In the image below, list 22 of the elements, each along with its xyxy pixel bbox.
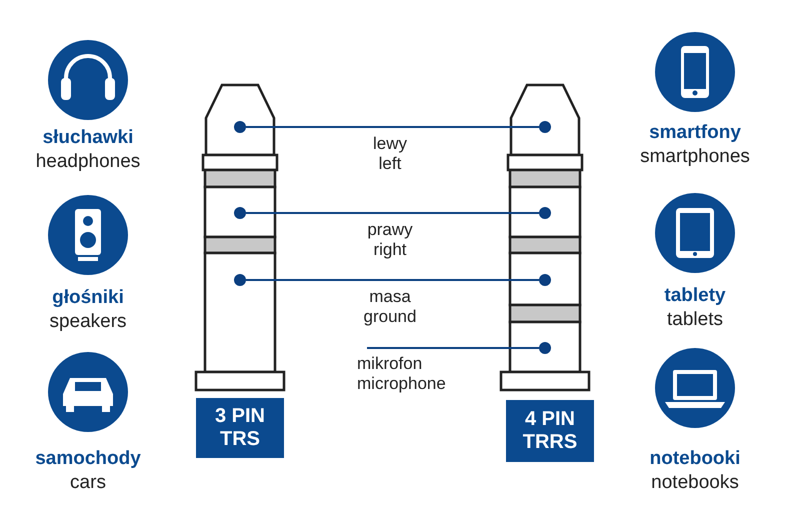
connector-line — [367, 347, 539, 349]
plug-type-label: 4 PIN TRRS — [506, 400, 594, 462]
plug-type-label: 3 PIN TRS — [196, 398, 284, 458]
connector-line — [246, 279, 539, 281]
device-name: słuchawki — [42, 126, 134, 150]
device-name-translation: headphones — [34, 150, 142, 174]
edge-label: prawy right — [366, 220, 414, 260]
device-name-translation: smartphones — [639, 145, 751, 169]
device-name-translation: speakers — [48, 310, 128, 334]
device-name-translation: notebooks — [650, 471, 740, 495]
connector-line — [246, 126, 539, 128]
device-name: samochody — [34, 447, 142, 471]
device-name: smartfony — [648, 121, 742, 145]
connector-line — [246, 212, 539, 214]
edge-label: mikrofon microphone — [357, 354, 447, 394]
device-name: notebooki — [648, 447, 742, 471]
device-name: głośniki — [51, 286, 125, 310]
device-name-translation: tablets — [666, 308, 724, 332]
edge-label: masa ground — [362, 287, 418, 327]
edge-label: lewy left — [372, 134, 408, 174]
device-name: tablety — [663, 284, 727, 308]
device-name-translation: cars — [69, 471, 107, 495]
